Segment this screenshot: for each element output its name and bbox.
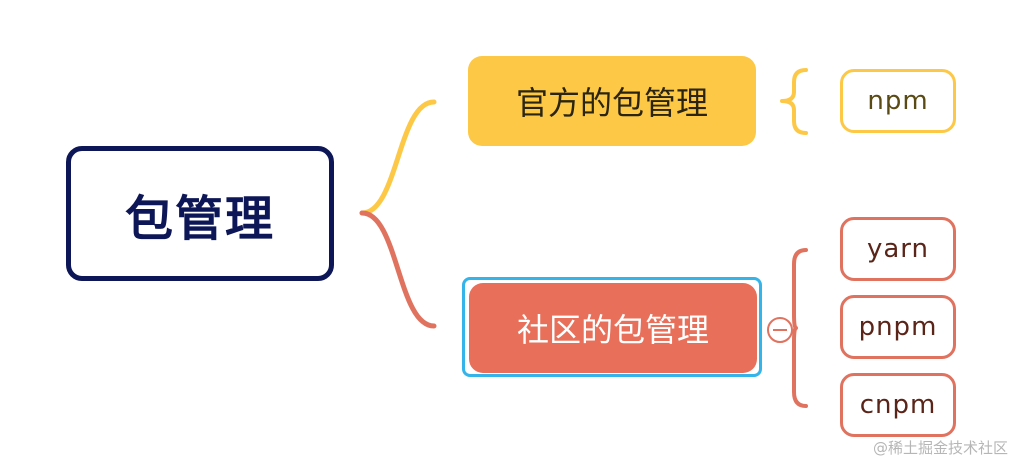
- leaf-pnpm[interactable]: pnpm: [840, 295, 956, 359]
- branch-official-package-managers[interactable]: 官方的包管理: [468, 56, 756, 146]
- branch-official-label: 官方的包管理: [515, 84, 708, 122]
- leaf-cnpm-label: cnpm: [859, 390, 937, 420]
- connector-root-community: [359, 210, 437, 329]
- leaf-yarn[interactable]: yarn: [840, 217, 956, 281]
- root-topic-label: 包管理: [124, 190, 275, 247]
- leaf-npm-label: npm: [867, 86, 929, 116]
- branch-community-package-managers[interactable]: 社区的包管理: [469, 283, 757, 373]
- leaf-npm[interactable]: npm: [840, 69, 956, 133]
- branch-community-label: 社区的包管理: [516, 311, 709, 349]
- selection-outline: [462, 277, 762, 377]
- leaf-pnpm-label: pnpm: [858, 312, 938, 342]
- minus-circle-icon[interactable]: [767, 317, 793, 343]
- brace-official: [780, 68, 808, 135]
- leaf-cnpm[interactable]: cnpm: [840, 373, 956, 437]
- connector-root-official: [359, 99, 437, 216]
- leaf-yarn-label: yarn: [866, 234, 930, 264]
- watermark: @稀土掘金技术社区: [872, 439, 1008, 457]
- root-topic[interactable]: 包管理: [66, 146, 334, 281]
- brace-community: [792, 248, 808, 408]
- minus-bar: [773, 329, 787, 331]
